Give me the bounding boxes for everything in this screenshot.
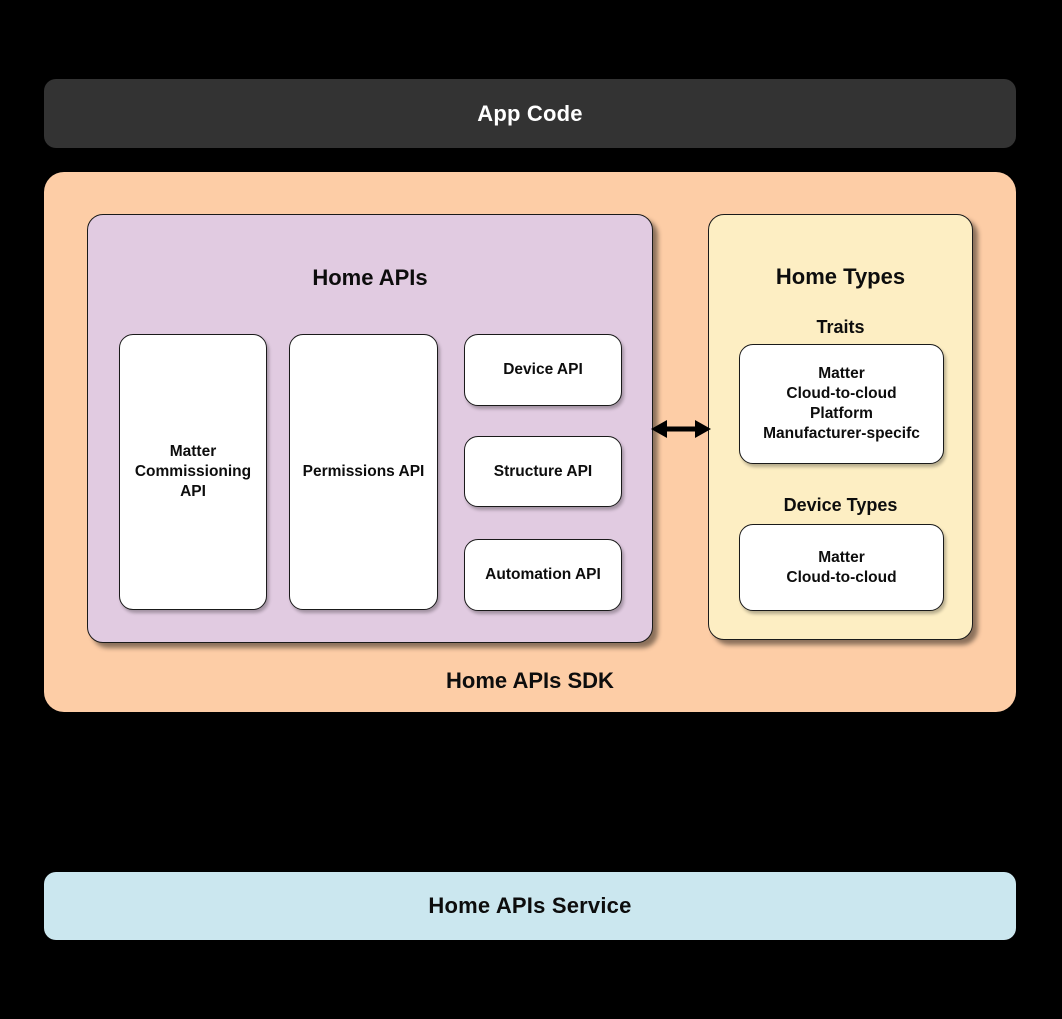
bidirectional-arrow-icon <box>651 420 711 438</box>
home-types-title: Home Types <box>775 264 906 289</box>
device-types-card: Matter Cloud-to-cloud <box>739 524 944 611</box>
device-types-heading: Device Types <box>783 495 898 515</box>
device-api-card: Device API <box>464 334 622 406</box>
home-apis-title: Home APIs <box>312 265 428 290</box>
home-apis-service-bar: Home APIs Service <box>44 872 1016 940</box>
home-types-group: Home Types Traits Matter Cloud-to-cloud … <box>708 214 973 640</box>
home-apis-service-label: Home APIs Service <box>428 893 632 918</box>
app-code-label: App Code <box>477 100 583 126</box>
traits-heading: Traits <box>816 317 865 337</box>
app-code-bar: App Code <box>44 79 1016 148</box>
home-apis-group: Home APIs Matter Commissioning API Permi… <box>87 214 653 643</box>
structure-api-card: Structure API <box>464 436 622 507</box>
permissions-api-card: Permissions API <box>289 334 438 610</box>
home-apis-sdk-box: Home APIs Matter Commissioning API Permi… <box>44 172 1016 712</box>
matter-commissioning-api-card: Matter Commissioning API <box>119 334 267 610</box>
traits-card: Matter Cloud-to-cloud Platform Manufactu… <box>739 344 944 464</box>
automation-api-card: Automation API <box>464 539 622 611</box>
home-apis-sdk-label: Home APIs SDK <box>446 668 614 693</box>
